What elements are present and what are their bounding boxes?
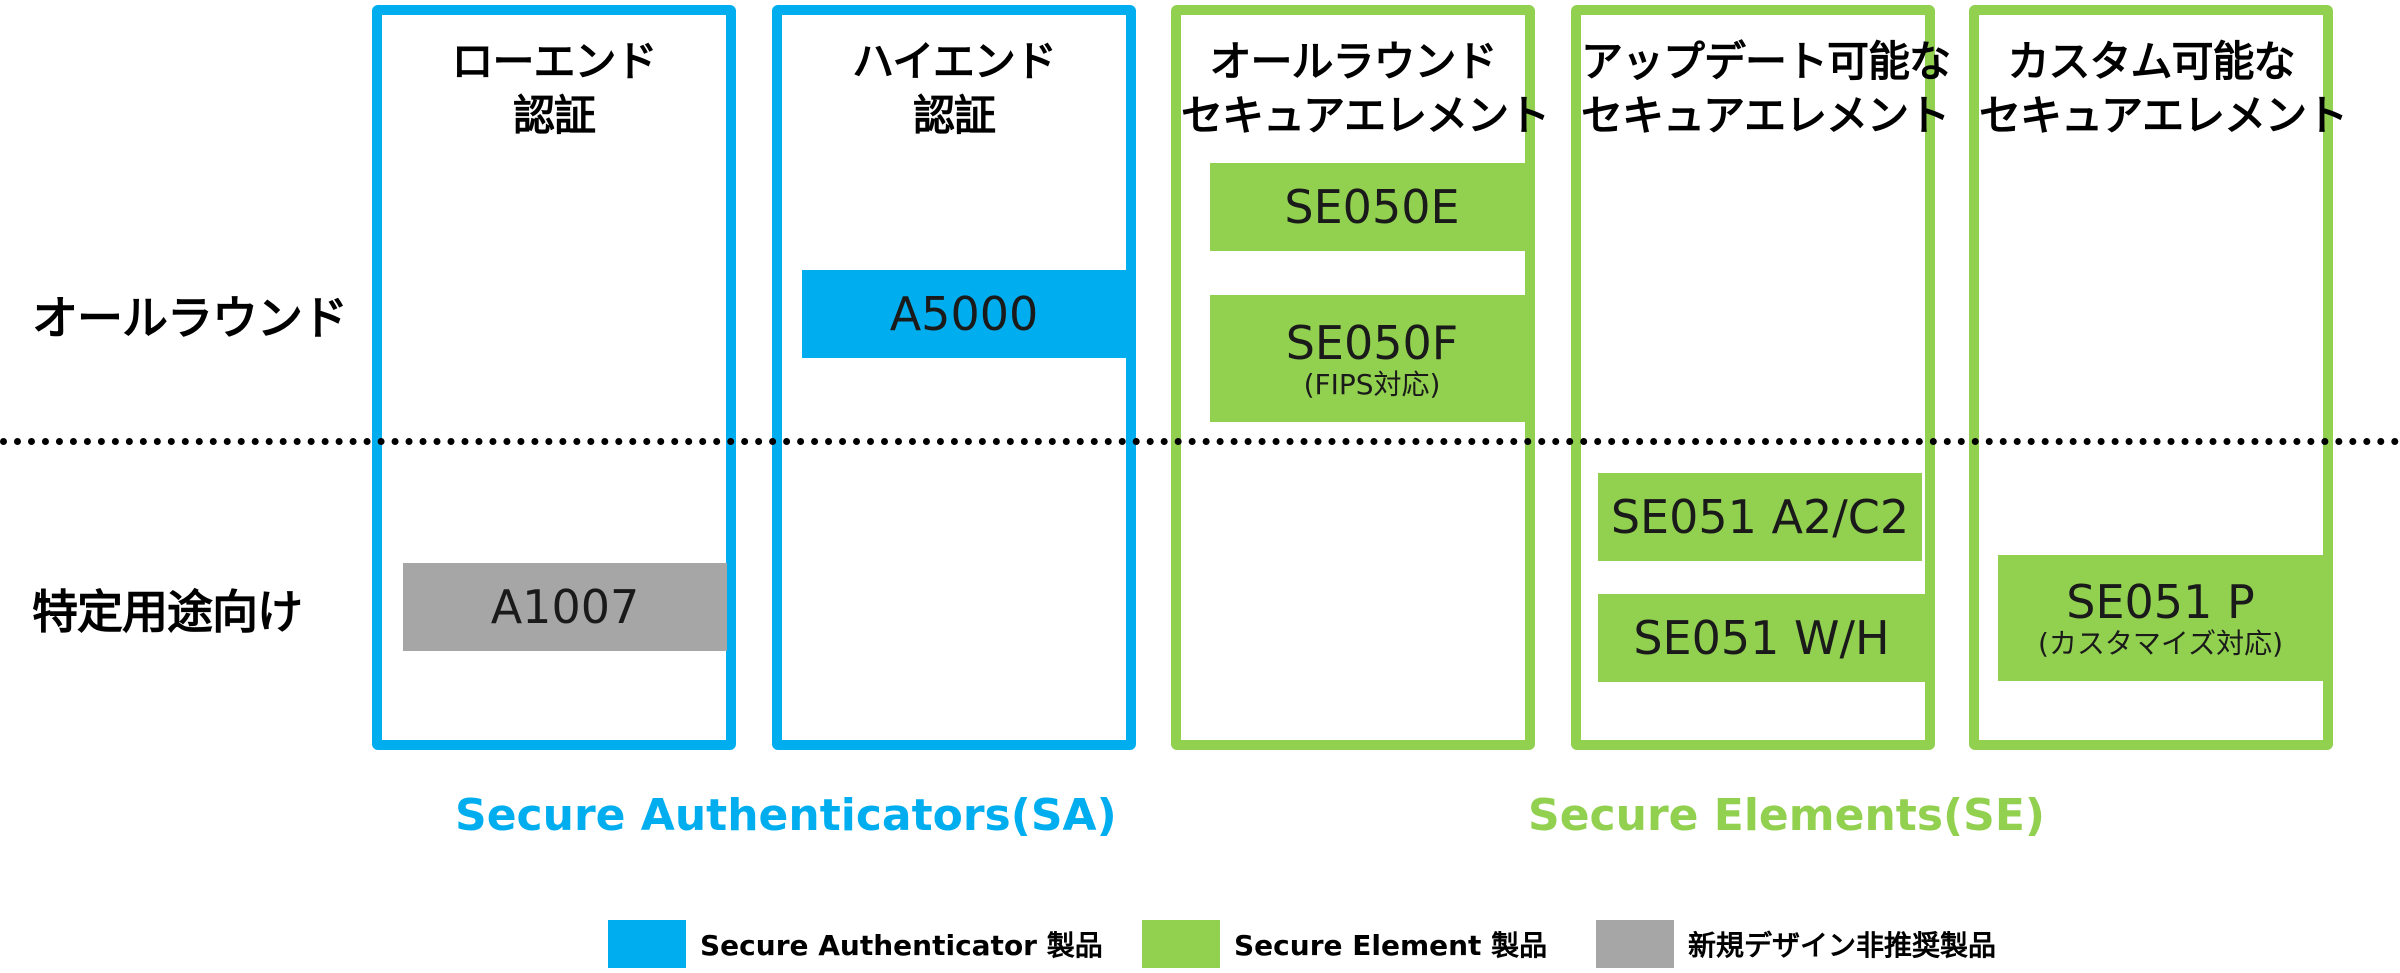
product-note: (カスタマイズ対応): [2037, 627, 2283, 660]
column-header-line1: オールラウンド: [1209, 37, 1497, 86]
legend-item-se: Secure Element 製品: [1142, 920, 1547, 968]
product-se051-w-h: SE051 W/H: [1598, 594, 1925, 682]
product-name: SE051 W/H: [1633, 611, 1890, 665]
product-note: (FIPS対応): [1303, 367, 1441, 401]
column-header: アップデート可能な セキュアエレメント: [1581, 35, 1951, 143]
legend-swatch-se: [1142, 920, 1220, 968]
legend-label: Secure Authenticator 製品: [700, 929, 1103, 962]
column-header-line2: セキュアエレメント: [1979, 91, 2348, 140]
product-a5000: A5000: [802, 270, 1126, 358]
product-name: SE051 P: [2066, 575, 2255, 629]
group-label-secure-authenticators: Secure Authenticators(SA): [455, 790, 1117, 841]
legend-swatch-sa: [608, 920, 686, 968]
product-name: SE051 A2/C2: [1610, 490, 1910, 544]
product-se051-p: SE051 P (カスタマイズ対応): [1998, 555, 2323, 681]
group-label-secure-elements: Secure Elements(SE): [1528, 790, 2045, 841]
column-header-line2: セキュアエレメント: [1581, 91, 1950, 140]
column-header-line1: アップデート可能な: [1581, 37, 1951, 86]
product-name: SE050E: [1284, 180, 1460, 234]
column-header: ハイエンド 認証: [782, 35, 1126, 143]
column-high-end-auth: ハイエンド 認証: [772, 5, 1136, 750]
column-customizable-se: カスタム可能な セキュアエレメント: [1969, 5, 2348, 750]
product-name: A1007: [490, 580, 640, 634]
column-header: カスタム可能な セキュアエレメント: [1979, 35, 2348, 143]
product-se050e: SE050E: [1210, 163, 1534, 251]
column-header-line1: ハイエンド: [852, 37, 1057, 86]
legend-item-legacy: 新規デザイン非推奨製品: [1596, 920, 1996, 968]
row-divider: [0, 438, 2400, 445]
legend-item-sa: Secure Authenticator 製品: [608, 920, 1103, 968]
column-low-end-auth: ローエンド 認証: [372, 5, 736, 750]
row-label-specific-use: 特定用途向け: [32, 585, 303, 639]
column-header-line2: 認証: [912, 91, 996, 140]
column-header-line1: ローエンド: [451, 37, 657, 86]
column-header: オールラウンド セキュアエレメント: [1181, 35, 1550, 143]
product-se050f: SE050F (FIPS対応): [1210, 295, 1534, 422]
product-name: A5000: [889, 287, 1039, 341]
product-se051-a2-c2: SE051 A2/C2: [1598, 473, 1922, 561]
product-name: SE050F: [1285, 315, 1459, 370]
column-header-line2: セキュアエレメント: [1181, 91, 1550, 140]
legend-label: Secure Element 製品: [1234, 929, 1548, 962]
column-header: ローエンド 認証: [382, 35, 726, 143]
column-updatable-se: アップデート可能な セキュアエレメント: [1571, 5, 1951, 750]
product-a1007: A1007: [403, 563, 727, 651]
column-header-line1: カスタム可能な: [2007, 37, 2295, 86]
column-header-line2: 認証: [512, 91, 596, 140]
legend-swatch-legacy: [1596, 920, 1674, 968]
row-label-allround: オールラウンド: [32, 291, 348, 345]
legend-label: 新規デザイン非推奨製品: [1688, 929, 1997, 962]
